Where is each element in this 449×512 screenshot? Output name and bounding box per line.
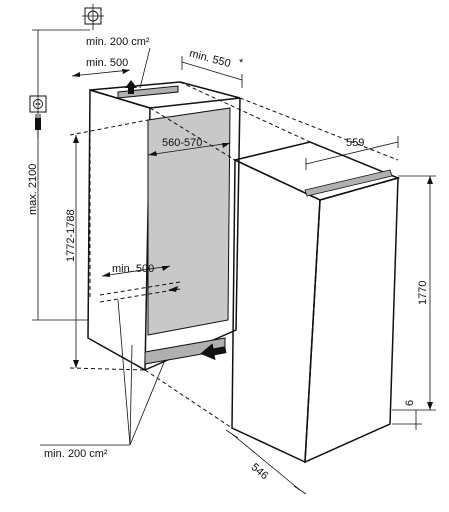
niche-left-side [87,88,151,372]
appliance-depth-label: 546 [249,461,271,482]
appliance-front [304,176,399,464]
bottom-vent-labels: min. 200 cm² [40,299,166,460]
dim-appliance-width: 559 [305,136,399,170]
plug-icon [35,114,41,138]
max-height-label: max. 2100 [27,164,39,215]
bottom-interior-labels: min. 500 [101,263,171,277]
depth-min-label: min. 550 [188,48,232,71]
asterisk-label: * [239,57,244,69]
niche-width-label: 560-570 [162,137,202,149]
appliance [231,141,401,464]
socket-icon [29,95,47,113]
dim-niche-height: 1772-1788 [65,135,79,368]
depth-top-label: min. 500 [86,57,128,69]
dim-niche-width: 560-570 [147,137,231,156]
niche-top-face [89,81,241,109]
appliance-top-vent [304,169,393,197]
dim-plinth: 6 [392,400,422,430]
dim-appliance-height: 1770 [392,175,436,411]
plinth-label: 6 [404,400,416,406]
bottom-depth-label: min. 500 [112,263,154,275]
projection-lines [69,81,399,429]
air-out-arrow [125,80,137,94]
air-in-arrow [200,343,227,361]
top-vent-grille [117,85,179,99]
appliance-width-label: 559 [346,137,364,149]
appliance-height-label: 1770 [417,281,429,305]
vent-top-label: min. 200 cm² [86,36,150,48]
dim-max-height: max. 2100 [27,29,90,321]
appliance-side [231,158,321,464]
earth-symbol-icon [82,4,104,30]
niche-height-label: 1772-1788 [65,209,77,262]
air-bottom-arrow [168,286,178,292]
vent-bottom-label: min. 200 cm² [44,448,108,460]
top-labels: min. 200 cm² min. 500 min. 550 * [71,36,244,89]
dim-appliance-depth: 546 [225,429,307,495]
niche-cabinet [87,81,241,372]
airflow-arrows [125,80,227,361]
